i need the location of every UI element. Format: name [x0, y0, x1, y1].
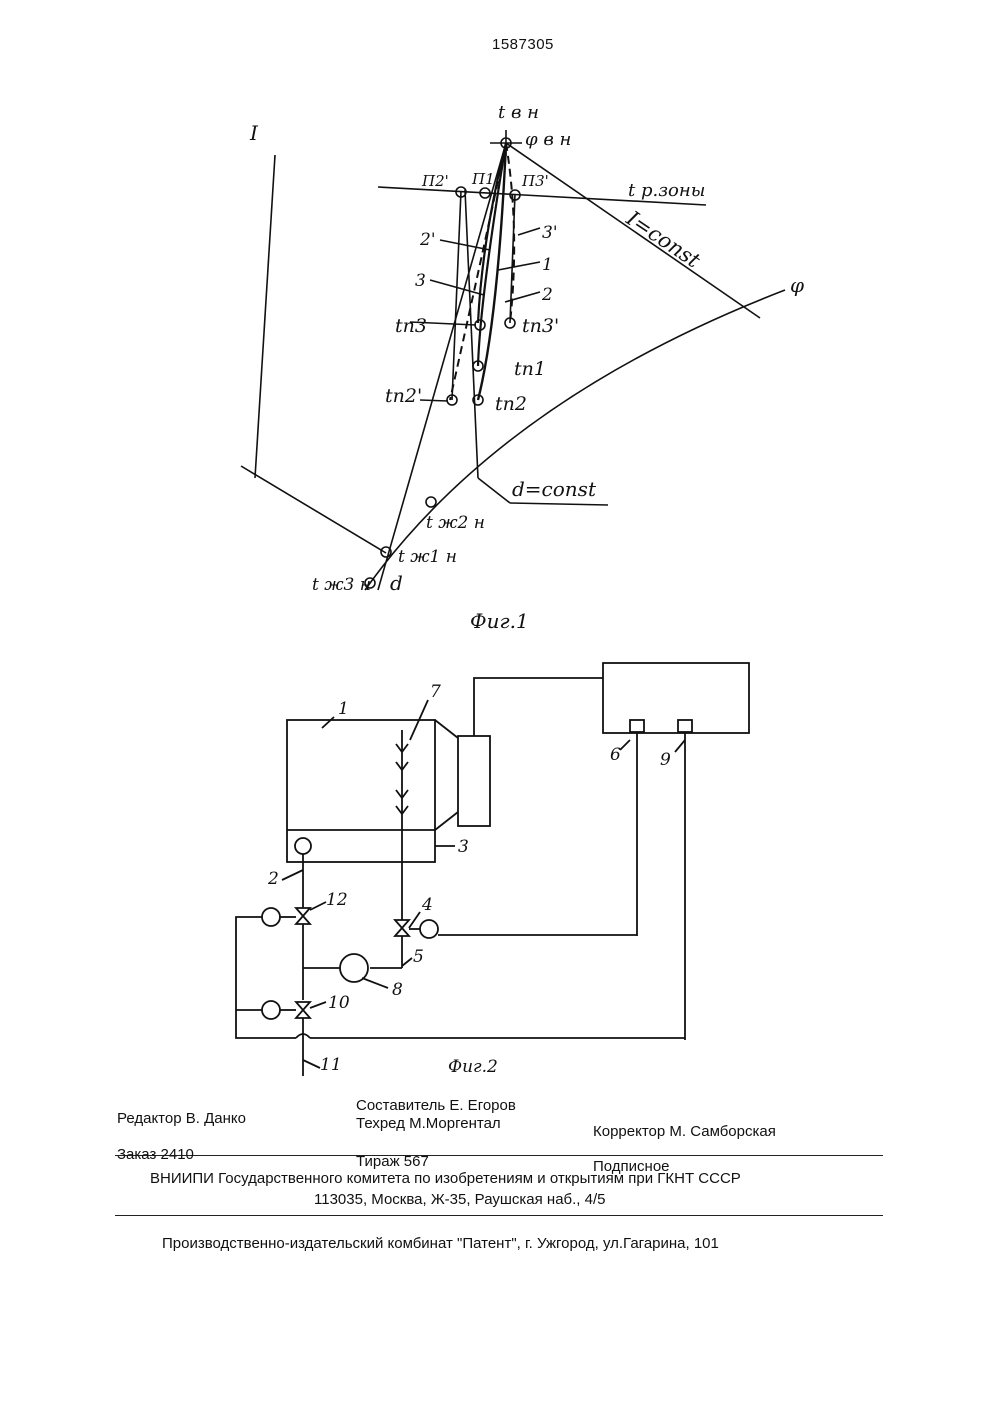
figure-2-diagram — [236, 663, 749, 1076]
org-line-1: ВНИИПИ Государственного комитета по изоб… — [150, 1170, 741, 1187]
label-phi-top: φ в н — [525, 129, 571, 150]
order-line: Заказ 2410 — [117, 1146, 194, 1163]
fig2-label-11: 11 — [320, 1055, 342, 1075]
compiler-line: Составитель Е. Егоров — [356, 1097, 516, 1114]
label-axis-I: I — [249, 121, 259, 145]
label-d: d — [390, 571, 403, 595]
fig2-label-9: 9 — [660, 750, 671, 770]
divider-1 — [115, 1155, 883, 1156]
label-I-const: I=const — [621, 206, 705, 273]
fig2-label-8: 8 — [392, 980, 403, 1000]
label-t-p3: tп3 — [395, 315, 427, 337]
label-P3: П3' — [521, 172, 549, 190]
fig2-label-1: 1 — [338, 699, 349, 719]
nozzle-2-icon — [295, 838, 311, 854]
label-d-const: d=const — [512, 477, 597, 501]
label-curve-2: 2 — [541, 285, 553, 305]
figure-1-caption: Фиг.1 — [470, 609, 529, 633]
d-const-line — [465, 190, 478, 478]
corrector-line: Корректор М. Самборская — [593, 1123, 776, 1140]
label-P1: П1 — [471, 170, 495, 188]
label-t-p2: tп2 — [495, 393, 527, 415]
label-t-zh1: t ж1 н — [398, 547, 457, 567]
label-curve-1: 1 — [542, 255, 553, 275]
label-P2: П2' — [421, 172, 449, 190]
axis-I-line — [255, 155, 275, 478]
fig2-label-12: 12 — [326, 890, 348, 910]
label-t-top: t в н — [498, 102, 539, 123]
phi-curve — [365, 290, 785, 590]
fig2-label-4: 4 — [421, 895, 433, 915]
label-curve-3p: 3' — [542, 223, 558, 243]
controller-box — [603, 663, 749, 733]
fig2-label-10: 10 — [328, 993, 350, 1013]
fan-box — [458, 736, 490, 826]
techred-line: Техред М.Моргентал — [356, 1115, 501, 1132]
fig2-label-7: 7 — [430, 682, 441, 702]
editor-line: Редактор В. Данко — [117, 1110, 246, 1127]
label-t-p2p: tп2' — [385, 385, 422, 407]
label-curve-2p: 2' — [419, 230, 436, 250]
fig2-label-5: 5 — [413, 947, 424, 967]
label-phi: φ — [790, 273, 804, 297]
publisher-line: Производственно-издательский комбинат "П… — [162, 1235, 719, 1252]
label-curve-3: 3 — [415, 271, 426, 291]
org-line-2: 113035, Москва, Ж-35, Раушская наб., 4/5 — [314, 1191, 606, 1208]
label-t-zh3: t ж3 н — [312, 575, 371, 595]
fig2-label-6: 6 — [610, 745, 621, 765]
circulation-line: Тираж 567 — [356, 1153, 429, 1170]
figure-2-caption: Фиг.2 — [448, 1057, 498, 1077]
divider-2 — [115, 1215, 883, 1216]
label-t-zh2: t ж2 н — [426, 513, 485, 533]
label-t-p1: tп1 — [514, 358, 546, 380]
label-t-zone: t р.зоны — [628, 180, 705, 201]
label-t-p3p: tп3' — [522, 315, 559, 337]
fig2-label-3: 3 — [458, 837, 469, 857]
fig2-label-2: 2 — [267, 869, 279, 889]
